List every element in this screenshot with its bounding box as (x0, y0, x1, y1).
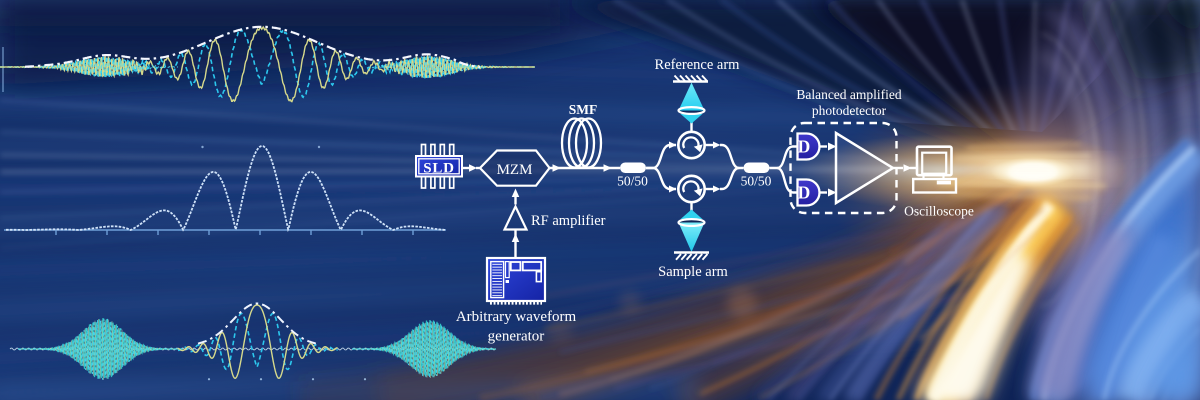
svg-text:50/50: 50/50 (617, 174, 648, 189)
svg-text:generator: generator (488, 329, 545, 345)
svg-text:MZM: MZM (497, 162, 533, 178)
svg-text:SLD: SLD (423, 160, 455, 176)
svg-text:D: D (798, 137, 811, 157)
svg-text:Balanced amplified: Balanced amplified (796, 87, 902, 102)
svg-text:RF amplifier: RF amplifier (531, 213, 606, 229)
svg-text:Arbitrary waveform: Arbitrary waveform (456, 309, 577, 325)
svg-text:Reference arm: Reference arm (655, 57, 741, 73)
svg-text:Oscilloscope: Oscilloscope (904, 204, 974, 219)
svg-text:D: D (798, 183, 811, 203)
svg-text:SMF: SMF (569, 102, 598, 117)
svg-text:50/50: 50/50 (741, 174, 772, 189)
svg-text:photodetector: photodetector (812, 103, 887, 118)
svg-text:Sample arm: Sample arm (658, 264, 728, 280)
